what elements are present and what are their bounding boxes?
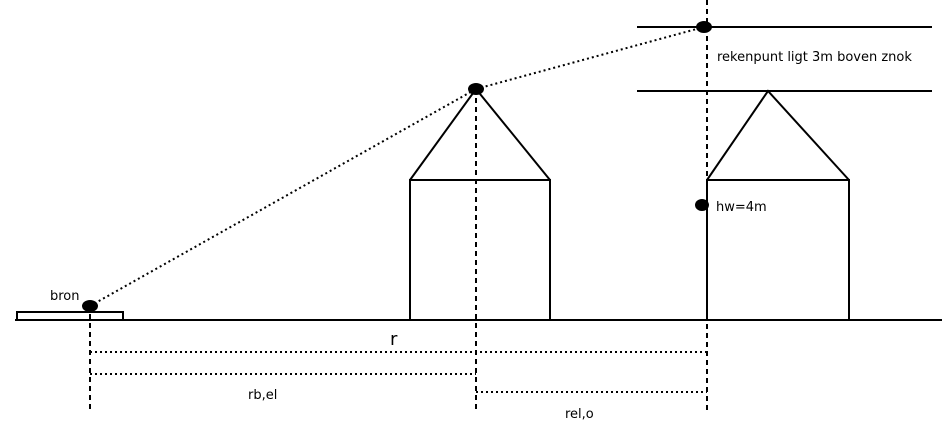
obstacle-building-roof [409,87,551,181]
source-platform [16,311,124,321]
distance-rb-el-label: rb,el [248,388,277,403]
obstacle-building-walls [409,179,551,320]
path-edge-to-receiver [475,26,705,90]
path-source-to-edge [89,88,477,307]
diffraction-edge-point [468,83,484,95]
receiver-point [696,21,712,33]
receiver-building-walls [706,179,850,320]
source-point [82,300,98,312]
receiver-note-label: rekenpunt ligt 3m boven znok [717,50,912,65]
height-marker-label: hw=4m [716,200,767,215]
height-marker-point [695,199,709,211]
distance-r-label: r [390,329,398,350]
obstacle-building [409,87,551,320]
source-label: bron [50,289,80,304]
receiver-building-roof [706,89,850,181]
distance-rel-o-label: rel,o [565,407,594,422]
